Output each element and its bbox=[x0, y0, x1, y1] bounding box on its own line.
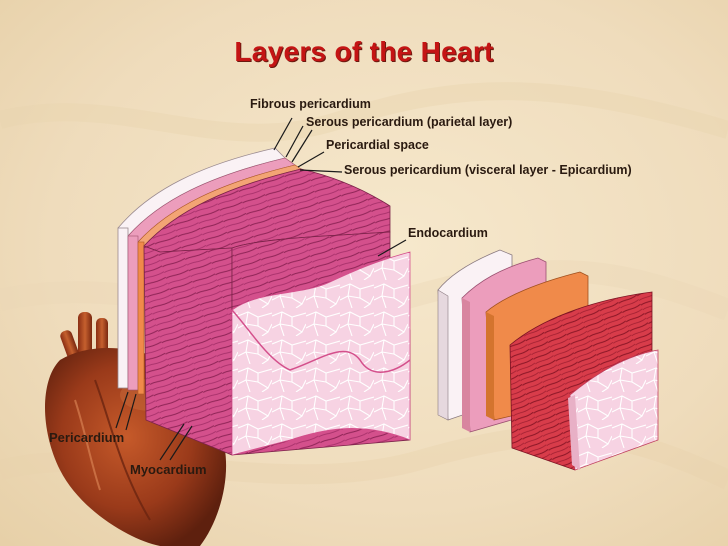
label-fibrous-pericardium: Fibrous pericardium bbox=[250, 97, 371, 111]
exploded-layers bbox=[437, 249, 659, 471]
label-myocardium: Myocardium bbox=[130, 462, 207, 477]
layered-wall-block bbox=[117, 147, 411, 456]
label-serous-parietal: Serous pericardium (parietal layer) bbox=[306, 115, 513, 129]
page-title: Layers of the Heart bbox=[234, 36, 494, 67]
label-serous-visceral: Serous pericardium (visceral layer - Epi… bbox=[344, 163, 632, 177]
label-pericardium: Pericardium bbox=[49, 430, 125, 445]
leader-lines bbox=[115, 117, 407, 461]
myocardium-front bbox=[143, 245, 233, 456]
epicardium-front bbox=[137, 241, 145, 395]
label-endocardium: Endocardium bbox=[408, 226, 488, 240]
parietal-front bbox=[127, 235, 139, 391]
label-pericardial-space: Pericardial space bbox=[326, 138, 429, 152]
endocardium-face bbox=[231, 251, 411, 456]
exploded-endocardium bbox=[569, 349, 659, 471]
fibrous-front bbox=[117, 227, 129, 389]
